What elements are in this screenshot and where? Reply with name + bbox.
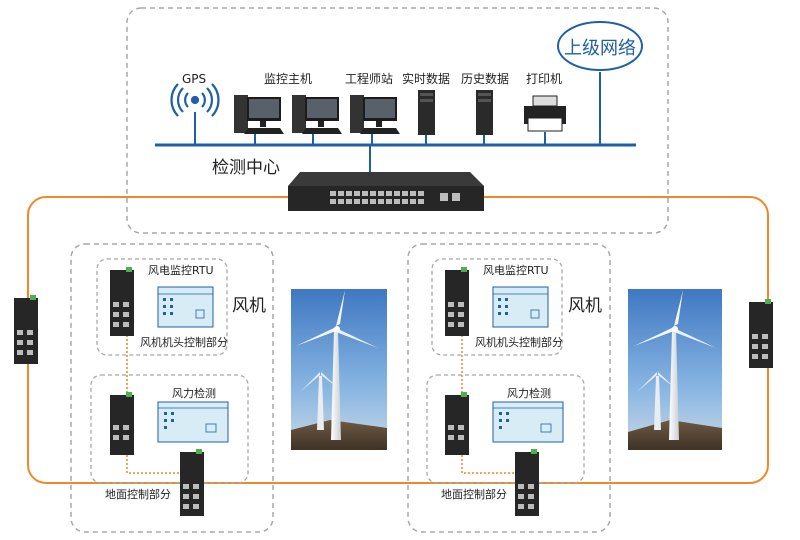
monitoring-center-box — [126, 7, 669, 234]
turbine-left-rtu-label: 风电监控RTU — [148, 263, 214, 277]
turbine-left-wind-panel — [157, 401, 229, 443]
turbine-right-ground-switch — [515, 449, 539, 516]
turbine-right-title: 风机 — [568, 296, 602, 316]
turbine-left-outer-box — [70, 243, 274, 533]
left-ring-switch — [14, 295, 38, 364]
turbine-right-photo — [628, 289, 722, 450]
turbine-left-ground-box — [90, 374, 249, 484]
turbine-left-orange-link — [126, 335, 196, 474]
history-data-server — [476, 90, 493, 135]
monitor-host-label: 监控主机 — [264, 72, 312, 86]
turbine-right-wind-panel — [492, 401, 564, 443]
printer-label: 打印机 — [526, 72, 562, 86]
history-data-label: 历史数据 — [461, 71, 509, 86]
turbine-right-rtu-label: 风电监控RTU — [483, 263, 549, 277]
turbine-left-nacelle-label: 风机机头控制部分 — [140, 335, 228, 349]
monitoring-center-title: 检测中心 — [212, 158, 280, 178]
upper-network-bubble — [557, 21, 643, 71]
upper-network-label: 上级网络 — [564, 38, 636, 59]
turbine-left-rtu-panel — [157, 286, 214, 328]
turbine-left-wind-label: 风力检测 — [172, 386, 216, 400]
engineer-station-computer — [350, 95, 400, 134]
turbine-right-ground-label: 地面控制部分 — [441, 487, 507, 501]
turbine-right-wind-label: 风力检测 — [507, 386, 551, 400]
right-ring-switch — [749, 299, 773, 368]
turbine-left-nacelle-box — [96, 258, 228, 356]
engineer-station-label: 工程师站 — [345, 71, 393, 86]
turbine-left-rtu-switch — [110, 267, 134, 336]
turbine-right-nacelle-label: 风机机头控制部分 — [475, 335, 563, 349]
turbine-right-rtu-panel — [492, 286, 549, 328]
realtime-data-label: 实时数据 — [402, 71, 450, 86]
turbine-right-outer-box — [407, 243, 611, 533]
turbine-left-photo — [291, 289, 387, 450]
monitor-host-computer-1 — [234, 95, 284, 134]
core-switch — [288, 172, 484, 211]
gps-label: GPS — [182, 72, 206, 86]
turbine-right-nacelle-box — [431, 258, 563, 356]
printer-icon — [524, 95, 566, 132]
turbine-right-rtu-switch — [445, 267, 469, 336]
turbine-left-ground-switch — [180, 449, 204, 516]
turbine-left-ground-label: 地面控制部分 — [105, 487, 171, 501]
gps-icon — [170, 83, 220, 117]
turbine-left-title: 风机 — [232, 296, 266, 316]
turbine-right-wind-switch — [445, 392, 469, 455]
turbine-right-orange-link — [461, 335, 531, 474]
realtime-data-server — [418, 90, 435, 135]
turbine-left-wind-switch — [110, 392, 134, 455]
monitor-host-computer-2 — [292, 95, 342, 134]
turbine-right-ground-box — [426, 374, 585, 484]
